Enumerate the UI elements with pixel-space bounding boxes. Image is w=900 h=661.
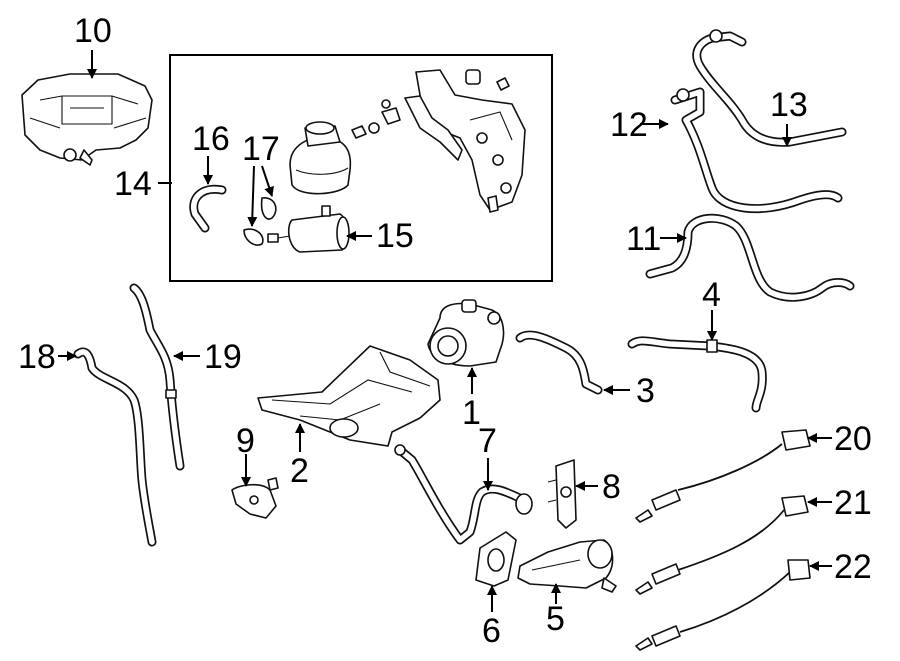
callout-17: 17 xyxy=(242,130,280,168)
callout-10: 10 xyxy=(74,12,112,50)
callout-9: 9 xyxy=(236,422,255,460)
part-13-hose[interactable] xyxy=(692,29,847,147)
callout-15: 15 xyxy=(376,217,414,255)
callout-labels: 10 16 17 14 15 12 13 11 4 3 1 2 9 7 8 6 … xyxy=(18,12,872,650)
callout-7: 7 xyxy=(478,422,497,460)
part-20-sensor[interactable] xyxy=(635,429,811,523)
part-11-hose[interactable] xyxy=(645,213,855,302)
callout-21: 21 xyxy=(834,484,872,522)
part-12-hose[interactable] xyxy=(670,87,843,214)
leader-lines xyxy=(58,50,832,612)
callout-18: 18 xyxy=(18,338,56,376)
part-7-pipe[interactable] xyxy=(394,444,533,545)
pump-bracket[interactable] xyxy=(404,69,526,213)
part-9-bracket[interactable] xyxy=(231,477,279,519)
part-17-clamps[interactable] xyxy=(243,197,291,246)
callout-1: 1 xyxy=(462,394,481,432)
part-10-canister[interactable] xyxy=(21,73,153,166)
callout-5: 5 xyxy=(546,600,565,638)
group-box-14 xyxy=(169,54,553,282)
callout-12: 12 xyxy=(610,106,648,144)
part-5-valve[interactable] xyxy=(517,539,617,593)
part-21-sensor[interactable] xyxy=(635,495,809,595)
callout-20: 20 xyxy=(834,420,872,458)
callout-8: 8 xyxy=(602,468,621,506)
callout-22: 22 xyxy=(834,548,872,586)
part-2-heat-shield[interactable] xyxy=(257,345,441,447)
part-22-sensor[interactable] xyxy=(635,559,811,651)
callout-2: 2 xyxy=(290,452,309,490)
callout-3: 3 xyxy=(636,372,655,410)
callout-16: 16 xyxy=(192,120,230,158)
part-19-hose[interactable] xyxy=(129,283,185,471)
callout-19: 19 xyxy=(204,338,242,376)
callout-11: 11 xyxy=(626,220,661,258)
part-6-gasket[interactable] xyxy=(475,531,517,587)
part-16-hose[interactable] xyxy=(189,184,227,233)
callout-6: 6 xyxy=(482,612,501,650)
part-4-hose[interactable] xyxy=(627,336,767,413)
part-8-bracket[interactable] xyxy=(547,459,577,529)
part-18-hose[interactable] xyxy=(73,347,157,547)
callout-13: 13 xyxy=(770,86,808,124)
part-15-pump[interactable] xyxy=(287,99,401,253)
callout-14: 14 xyxy=(114,165,152,203)
callout-4: 4 xyxy=(702,276,721,314)
part-3-hose[interactable] xyxy=(515,330,603,395)
part-1-pump[interactable] xyxy=(427,299,505,367)
